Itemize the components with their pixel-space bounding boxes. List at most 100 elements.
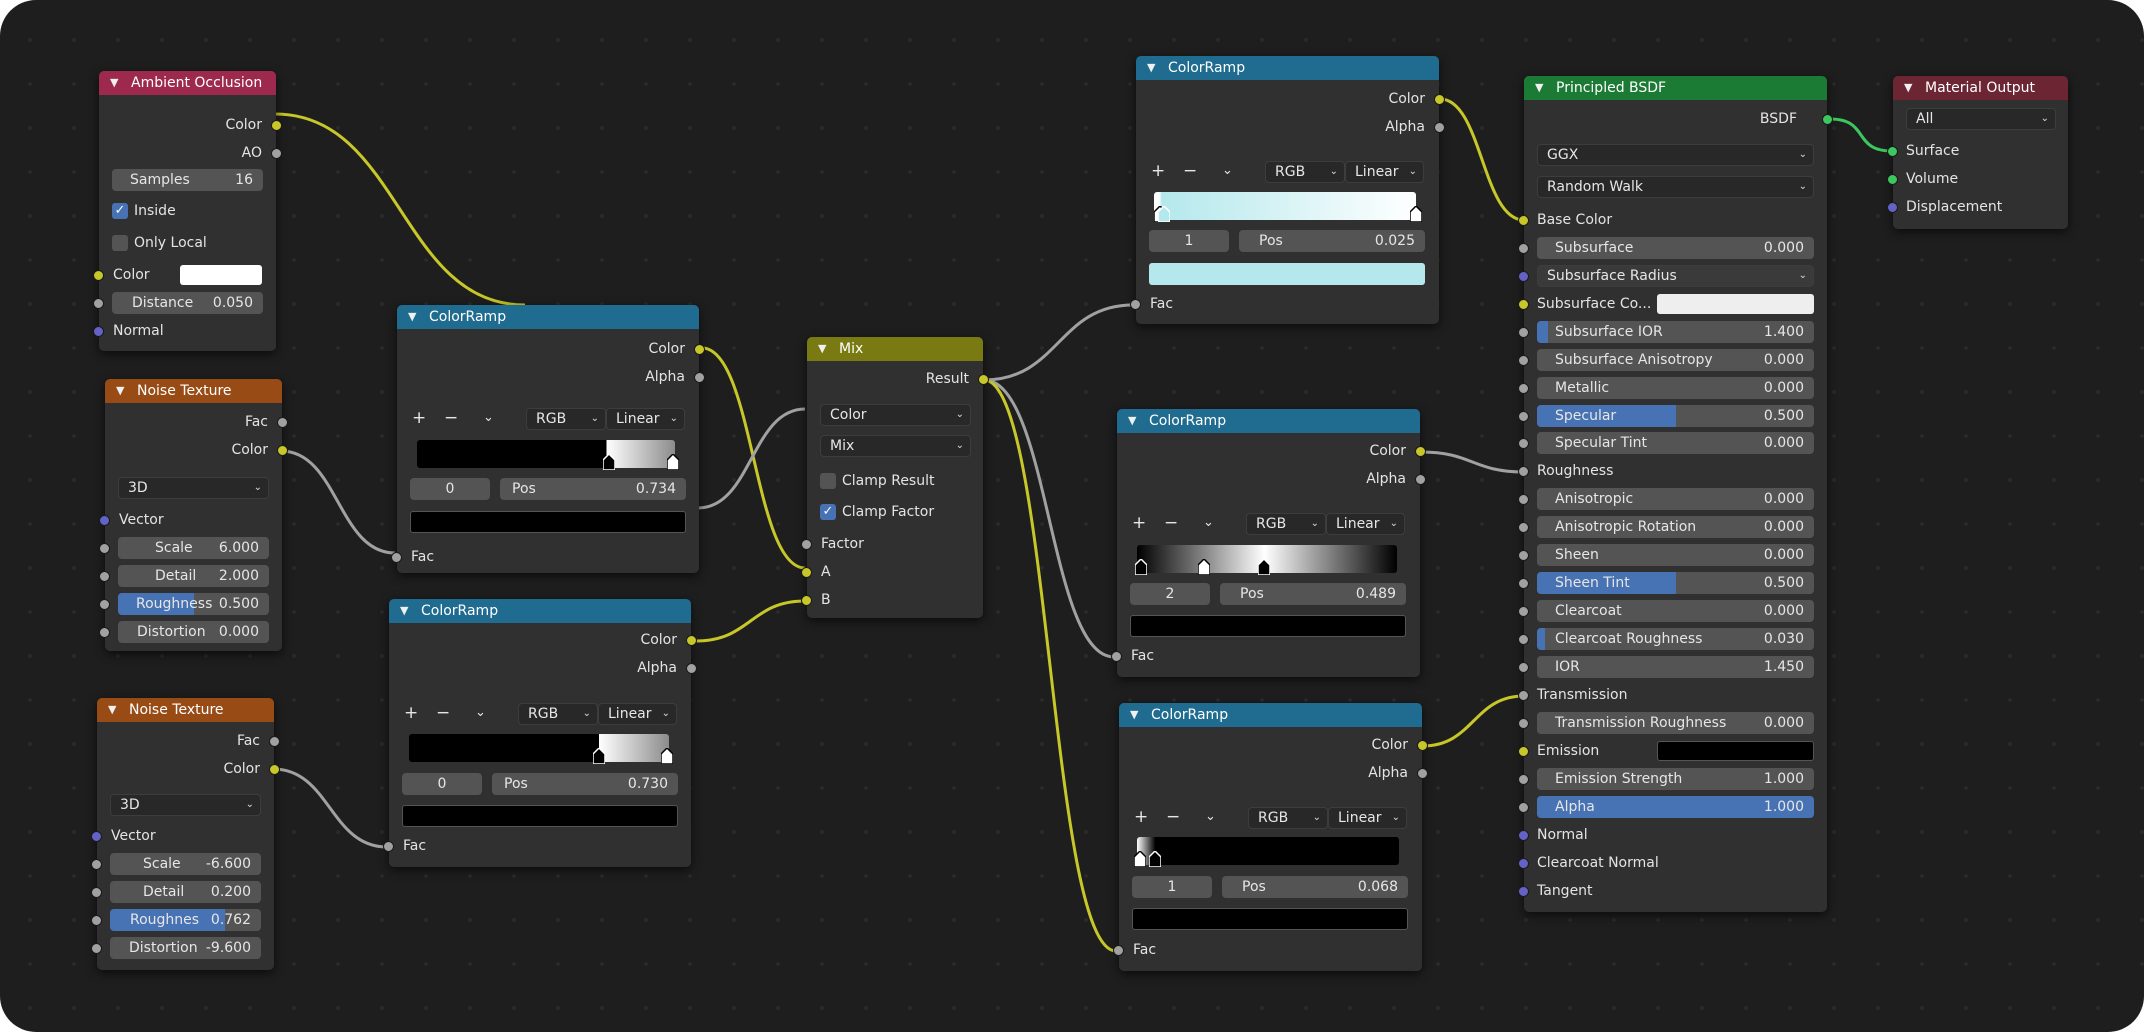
output-color-socket[interactable] [269, 764, 280, 775]
noise-texture-node-1[interactable]: ▼Noise Texture Fac Color 3D⌄ Vector Scal… [99, 379, 288, 651]
ramp-stop-handle[interactable] [1149, 851, 1161, 867]
input-vector-socket[interactable] [99, 515, 110, 526]
noise-texture-node-2[interactable]: ▼Noise Texture Fac Color 3D⌄ Vector Scal… [91, 698, 280, 970]
input-clearcoat-socket[interactable] [1518, 606, 1529, 617]
stop-color-swatch[interactable] [1149, 263, 1425, 285]
input-roughness-socket[interactable] [1518, 466, 1529, 477]
output-color-socket[interactable] [686, 635, 697, 646]
stop-color-swatch[interactable] [410, 511, 686, 533]
output-alpha-socket[interactable] [1415, 474, 1426, 485]
ramp-menu-chevron-icon[interactable]: ⌄ [1222, 163, 1233, 178]
node-link[interactable] [697, 407, 806, 510]
input-roughness-socket[interactable] [99, 599, 110, 610]
collapse-chevron-icon[interactable]: ▼ [818, 342, 827, 355]
output-bsdf-socket[interactable] [1822, 114, 1833, 125]
input-distortion-socket[interactable] [91, 943, 102, 954]
input-scale-socket[interactable] [99, 543, 110, 554]
node-header[interactable]: ▼Noise Texture [97, 698, 274, 722]
input-specular-tint-socket[interactable] [1518, 438, 1529, 449]
output-alpha-socket[interactable] [1434, 122, 1445, 133]
node-header[interactable]: ▼ColorRamp [1117, 409, 1420, 433]
collapse-chevron-icon[interactable]: ▼ [1535, 81, 1544, 94]
node-header[interactable]: ▼ColorRamp [1136, 56, 1439, 80]
input-transmission-socket[interactable] [1518, 690, 1529, 701]
input-subsurface-radius-socket[interactable] [1518, 271, 1529, 282]
color-mode-dropdown[interactable]: RGB⌄ [526, 408, 606, 430]
color-mode-dropdown[interactable]: RGB⌄ [1246, 513, 1326, 535]
clamp-result-checkbox[interactable] [820, 473, 836, 489]
node-header[interactable]: ▼Material Output [1893, 76, 2068, 100]
input-surface-socket[interactable] [1887, 146, 1898, 157]
active-stop-index-field[interactable]: 1 [1132, 876, 1212, 898]
input-volume-socket[interactable] [1887, 174, 1898, 185]
color-ramp-bar[interactable] [1134, 837, 1399, 867]
color-swatch[interactable] [180, 265, 262, 285]
output-result-socket[interactable] [978, 374, 989, 385]
interpolation-dropdown[interactable]: Linear⌄ [1326, 513, 1405, 535]
input-alpha-socket[interactable] [1518, 802, 1529, 813]
input-fac-socket[interactable] [391, 552, 402, 563]
output-color-socket[interactable] [694, 344, 705, 355]
node-link[interactable] [695, 599, 806, 643]
ramp-stop-handle[interactable] [1410, 206, 1422, 222]
target-dropdown[interactable]: All⌄ [1906, 108, 2056, 130]
color-mode-dropdown[interactable]: RGB⌄ [1248, 807, 1328, 829]
output-color-socket[interactable] [1415, 446, 1426, 457]
ramp-stop-handle[interactable] [1135, 559, 1147, 575]
input-distortion-socket[interactable] [99, 627, 110, 638]
emission-color-swatch[interactable] [1657, 741, 1814, 761]
clamp-factor-checkbox[interactable]: ✓ [820, 504, 836, 520]
only-local-checkbox[interactable] [112, 235, 128, 251]
input-b-socket[interactable] [801, 595, 812, 606]
interpolation-dropdown[interactable]: Linear⌄ [598, 703, 677, 725]
node-link[interactable] [1422, 694, 1525, 748]
ramp-menu-chevron-icon[interactable]: ⌄ [1203, 515, 1214, 530]
active-stop-index-field[interactable]: 2 [1130, 583, 1210, 605]
input-subsurface-anisotropy-socket[interactable] [1518, 355, 1529, 366]
remove-stop-button[interactable]: − [444, 408, 459, 428]
output-alpha-socket[interactable] [694, 372, 705, 383]
output-alpha-socket[interactable] [686, 663, 697, 674]
collapse-chevron-icon[interactable]: ▼ [110, 76, 119, 89]
input-transmission-roughness-socket[interactable] [1518, 718, 1529, 729]
color-mode-dropdown[interactable]: RGB⌄ [518, 703, 598, 725]
add-stop-button[interactable]: + [1151, 161, 1166, 181]
input-subsurface-color-socket[interactable] [1518, 299, 1529, 310]
interpolation-dropdown[interactable]: Linear⌄ [1328, 807, 1407, 829]
node-link[interactable] [272, 767, 388, 849]
ramp-stop-handle[interactable] [1134, 851, 1146, 867]
active-stop-index-field[interactable]: 0 [402, 773, 482, 795]
node-link[interactable] [280, 449, 396, 555]
output-color-socket[interactable] [271, 120, 282, 131]
remove-stop-button[interactable]: − [1166, 807, 1181, 827]
input-clearcoat-normal-socket[interactable] [1518, 858, 1529, 869]
ramp-stop-handle[interactable] [667, 454, 679, 470]
collapse-chevron-icon[interactable]: ▼ [1904, 81, 1913, 94]
ramp-menu-chevron-icon[interactable]: ⌄ [475, 705, 486, 720]
node-link[interactable] [1829, 117, 1893, 153]
node-link[interactable] [1420, 450, 1525, 474]
subsurface-color-swatch[interactable] [1657, 294, 1814, 314]
active-stop-index-field[interactable]: 0 [410, 478, 490, 500]
blend-mode-dropdown[interactable]: Mix⌄ [820, 435, 971, 457]
input-normal-socket[interactable] [1518, 830, 1529, 841]
subsurface-radius-dropdown[interactable]: Subsurface Radius⌄ [1537, 265, 1814, 287]
node-link[interactable] [274, 112, 526, 307]
input-clearcoat-roughness-socket[interactable] [1518, 634, 1529, 645]
node-link[interactable] [983, 378, 1117, 953]
